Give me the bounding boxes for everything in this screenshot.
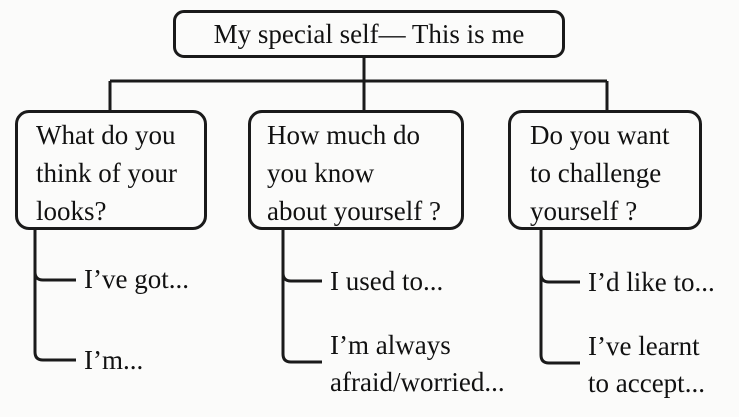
branch-2-bracket <box>281 230 322 364</box>
leaf-label-id-like-to: I’d like to... <box>588 267 715 297</box>
question-node-looks: What do you think of your looks? <box>15 110 207 230</box>
branch-3-bracket <box>539 230 580 365</box>
leaf-label-ive-got: I’ve got... <box>84 264 189 294</box>
root-node: My special self— This is me <box>173 10 565 58</box>
leaf-label-im: I’m... <box>84 345 144 375</box>
root-to-questions-connector <box>108 58 609 110</box>
question-node-know-yourself: How much do you know about yourself ? <box>248 110 464 230</box>
question-node-challenge: Do you want to challenge yourself ? <box>508 110 702 230</box>
branch-1-bracket <box>33 230 76 362</box>
leaf-label-always-afraid: I’m always afraid/worried... <box>330 330 505 397</box>
leaf-label-learnt-to-accept: I’ve learnt to accept... <box>588 331 705 398</box>
root-node-label: My special self— This is me <box>213 18 525 49</box>
leaf-label-i-used-to: I used to... <box>330 266 444 296</box>
